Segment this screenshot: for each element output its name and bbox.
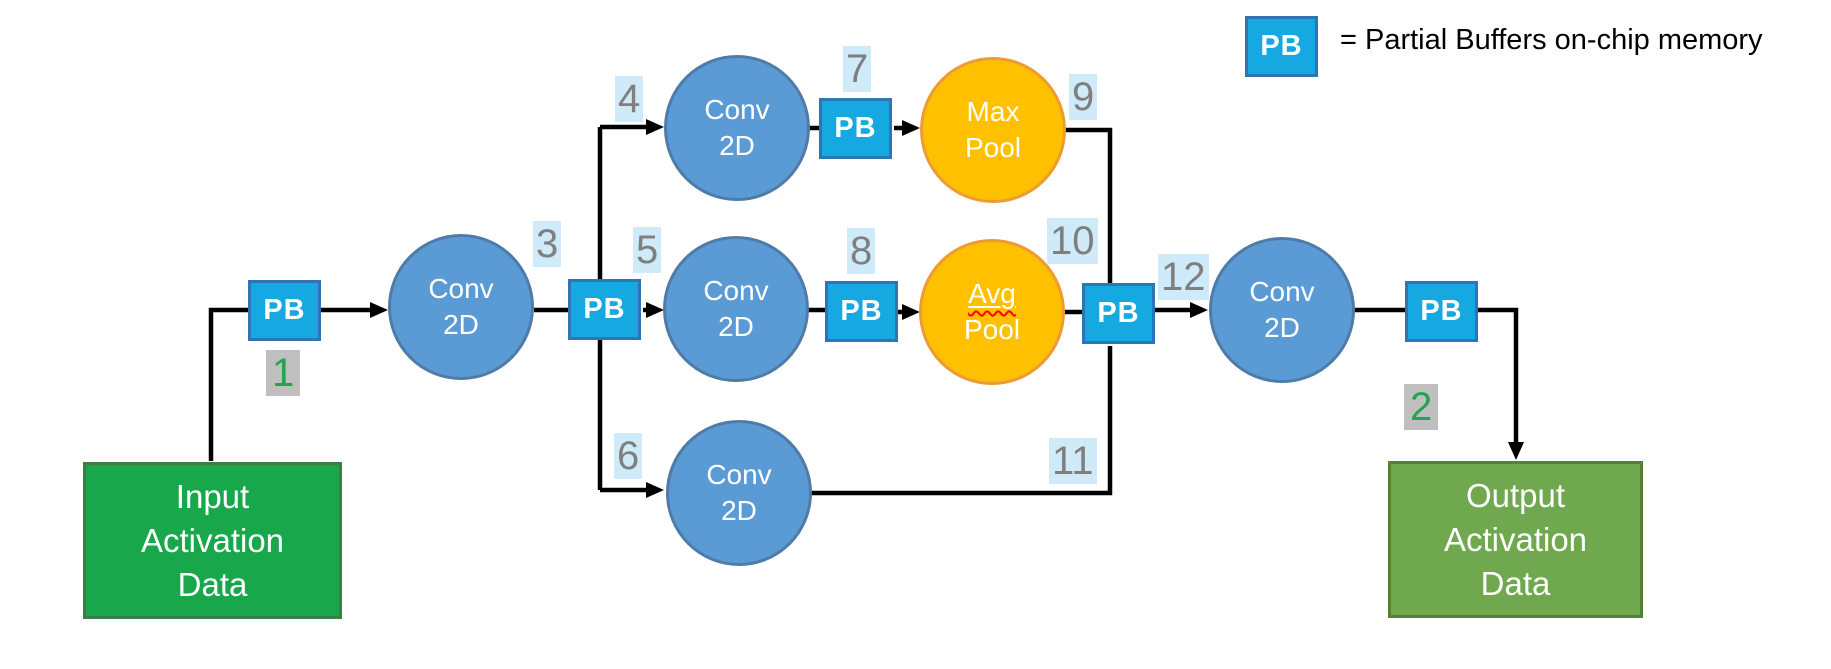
conv-label: Conv: [704, 94, 770, 125]
conv2d-node-1: Conv 2D: [388, 234, 534, 380]
output-box-line: Output: [1465, 476, 1566, 514]
step-label-7: 7: [843, 46, 872, 92]
conv-label: 2D: [1264, 312, 1300, 343]
conv2d-node-3: Conv 2D: [663, 236, 809, 382]
avgpool-node: Avg Pool: [919, 239, 1065, 385]
step-label-12: 12: [1158, 254, 1209, 300]
conv-label: 2D: [721, 495, 757, 526]
step-label-9: 9: [1069, 74, 1098, 120]
conv-label: Conv: [1249, 276, 1315, 307]
step-label-11: 11: [1049, 438, 1097, 484]
output-box-line: Activation: [1443, 520, 1588, 558]
step-label-2: 2: [1404, 384, 1439, 430]
maxpool-label: Max: [966, 96, 1020, 127]
maxpool-node: Max Pool: [920, 57, 1066, 203]
legend-text: = Partial Buffers on-chip memory: [1340, 24, 1763, 56]
maxpool-label: Pool: [964, 132, 1022, 163]
output-box-line: Data: [1480, 564, 1551, 602]
step-label-10: 10: [1047, 218, 1098, 264]
step-label-6: 6: [614, 433, 643, 479]
pb-buffer-1: PB: [248, 280, 321, 341]
conv-label: 2D: [719, 130, 755, 161]
conv-label: 2D: [718, 311, 754, 342]
conv2d-node-5: Conv 2D: [1209, 237, 1355, 383]
edge-input-to-pb1: [208, 307, 248, 461]
conv-label: 2D: [443, 309, 479, 340]
input-activation-box: Input Activation Data: [83, 462, 342, 619]
output-activation-box: Output Activation Data: [1388, 461, 1643, 618]
edge-conv4-to-pb5: [811, 346, 1113, 496]
conv2d-node-2: Conv 2D: [664, 55, 810, 201]
step-label-1: 1: [266, 350, 301, 396]
pb-buffer-4: PB: [825, 281, 898, 342]
conv2d-node-4: Conv 2D: [666, 420, 812, 566]
pb-buffer-6: PB: [1405, 281, 1478, 342]
legend-pb-chip: PB: [1245, 16, 1318, 77]
pb-buffer-3: PB: [819, 98, 892, 159]
step-label-8: 8: [847, 228, 876, 274]
input-box-line: Data: [177, 565, 248, 603]
edge-maxpool-to-pb5: [1064, 127, 1113, 284]
input-box-line: Activation: [140, 521, 285, 559]
input-box-line: Input: [175, 477, 250, 515]
avgpool-label: Avg: [968, 276, 1016, 312]
conv-label: Conv: [703, 275, 769, 306]
pb-buffer-2: PB: [568, 279, 641, 340]
conv-label: Conv: [428, 273, 494, 304]
step-label-4: 4: [615, 76, 644, 122]
edge-pb6-to-output: [1478, 307, 1524, 460]
pb-buffer-5: PB: [1082, 283, 1155, 344]
step-label-3: 3: [533, 221, 562, 267]
avgpool-label: Pool: [963, 314, 1021, 345]
step-label-5: 5: [633, 227, 662, 273]
conv-label: Conv: [706, 459, 772, 490]
avgpool-word-avg: Avg: [968, 278, 1016, 309]
